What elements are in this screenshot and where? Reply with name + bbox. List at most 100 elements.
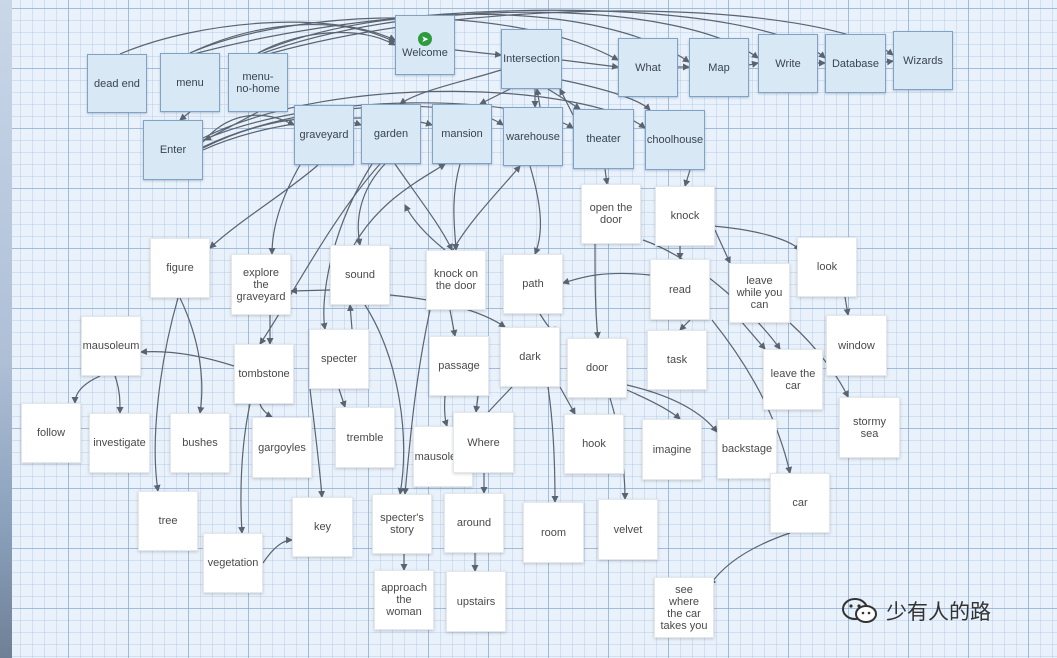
node-see-where-the-car-takes-you[interactable]: see where the car takes you [654,577,714,638]
node-stormy-sea[interactable]: stormy sea [839,397,900,458]
connection-arrow [179,297,205,414]
connection-arrow [394,163,453,251]
node-specter[interactable]: specter [309,329,369,389]
node-label: tremble [346,431,384,444]
connection-arrow [602,168,610,185]
node-bushes[interactable]: bushes [170,413,230,473]
node-imagine[interactable]: imagine [642,419,702,480]
node-leave-the-car[interactable]: leave the car [763,349,823,410]
node-dark[interactable]: dark [500,327,560,387]
node-label: Where [467,436,500,449]
node-label: dead end [94,77,140,90]
node-room[interactable]: room [523,502,584,563]
node-look[interactable]: look [797,237,857,297]
connection-arrow [257,31,396,54]
node-investigate[interactable]: investigate [89,413,150,473]
node-knock[interactable]: knock [655,186,715,246]
node-around[interactable]: around [444,493,504,553]
node-schoolhouse[interactable]: choolhouse [645,110,705,170]
node-warehouse[interactable]: warehouse [503,107,563,166]
node-graveyard[interactable]: graveyard [294,105,354,165]
node-welcome[interactable]: ➤ Welcome [395,15,455,75]
node-sound[interactable]: sound [330,245,390,305]
connection-arrow [404,204,446,251]
connection-arrow [449,309,458,337]
node-label: Map [708,61,730,74]
connection-arrow [454,49,502,58]
node-label: choolhouse [646,134,704,146]
node-label: mausoleum [82,340,140,352]
node-what[interactable]: What [618,38,678,97]
node-tree[interactable]: tree [138,491,198,551]
node-label: see where the car takes you [660,583,708,632]
node-velvet[interactable]: velvet [598,499,658,560]
node-mansion[interactable]: mansion [432,104,492,164]
node-car[interactable]: car [770,473,830,533]
node-tremble[interactable]: tremble [335,407,395,468]
node-menu[interactable]: menu [160,53,220,112]
node-upstairs[interactable]: upstairs [446,571,506,632]
node-label: backstage [721,443,773,455]
watermark: 少有人的路 [840,596,991,626]
node-mausoleum-1[interactable]: mausoleum [81,316,141,376]
node-door[interactable]: door [567,338,627,398]
node-label: Intersection [503,53,560,65]
connection-arrow [479,88,511,105]
node-task[interactable]: task [647,330,707,390]
connection-arrow [399,69,502,105]
node-figure[interactable]: figure [150,238,210,298]
node-gargoyles[interactable]: gargoyles [252,417,312,478]
node-write[interactable]: Write [758,34,818,93]
node-label: velvet [613,523,643,536]
node-theater[interactable]: theater [573,109,634,169]
node-label: task [666,354,688,366]
connection-arrow [534,88,542,108]
node-label: bushes [182,437,218,449]
connection-arrow [547,386,559,503]
node-database[interactable]: Database [825,34,886,93]
node-backstage[interactable]: backstage [717,419,777,479]
node-leave-while-you-can[interactable]: leave while you can [729,263,790,323]
node-open-the-door[interactable]: open the door [581,184,641,244]
connection-arrow [748,60,759,68]
node-label: upstairs [456,595,496,608]
node-intersection[interactable]: Intersection [501,29,562,89]
node-label: leave while you can [736,275,783,311]
connection-arrow [114,375,124,414]
node-label: gargoyles [258,441,306,454]
node-map[interactable]: Map [689,38,749,97]
connection-arrow [441,395,449,427]
node-passage[interactable]: passage [429,336,489,396]
node-read[interactable]: read [650,259,710,320]
node-follow[interactable]: follow [21,403,81,463]
node-approach-the-woman[interactable]: approach the woman [374,570,434,630]
node-vegetation[interactable]: vegetation [203,533,263,593]
connection-arrow [679,319,691,331]
node-label: around [456,517,492,529]
connection-arrow [202,114,295,143]
connection-arrow [259,403,273,418]
connection-arrow [290,287,331,295]
node-where[interactable]: Where [453,412,514,473]
node-label: passage [438,360,480,372]
node-wizards[interactable]: Wizards [893,31,953,90]
node-explore-the-graveyard[interactable]: explore the graveyard [231,254,291,315]
node-enter[interactable]: Enter [143,120,203,180]
node-path[interactable]: path [503,254,563,314]
node-hook[interactable]: hook [564,414,624,474]
connection-arrow [204,111,259,141]
connection-arrow [885,58,894,66]
node-knock-on-the-door[interactable]: knock on the door [426,250,486,310]
node-label: specter's story [380,512,424,536]
connection-arrow [711,225,801,251]
node-label: explore the graveyard [236,266,286,303]
connection-arrow [714,229,731,264]
node-window[interactable]: window [826,315,887,376]
node-garden[interactable]: garden [361,104,421,164]
node-tombstone[interactable]: tombstone [234,344,294,404]
node-label: Write [775,57,801,70]
node-menu-no-home[interactable]: menu- no-home [228,53,288,112]
node-dead-end[interactable]: dead end [87,54,147,113]
node-specters-story[interactable]: specter's story [372,494,432,554]
node-key[interactable]: key [292,497,353,557]
